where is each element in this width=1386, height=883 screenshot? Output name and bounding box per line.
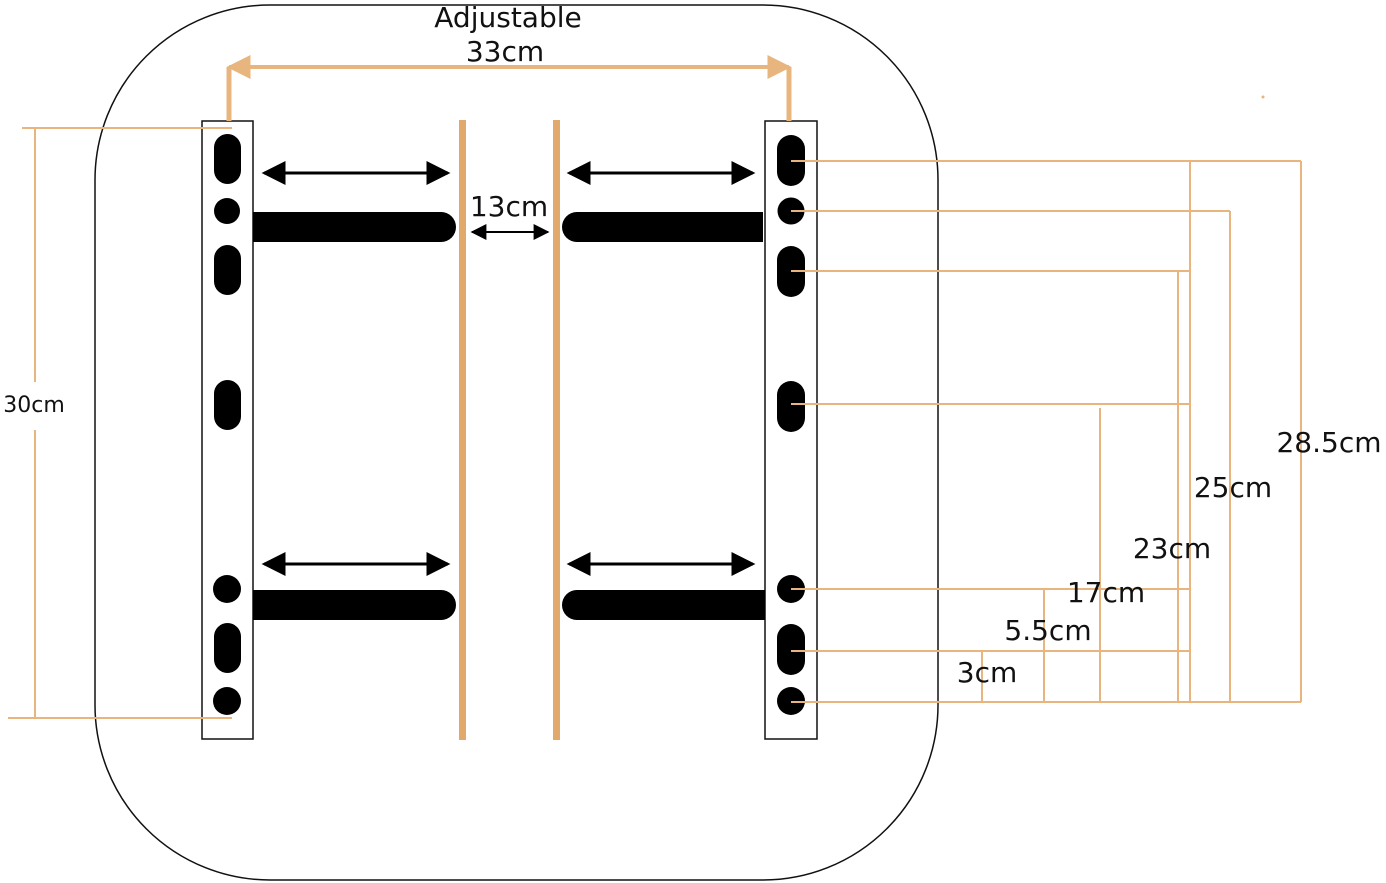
spacing-label-3: 3cm [957, 656, 1017, 689]
round-hole [213, 575, 241, 603]
slot-hole [214, 623, 241, 673]
stray-dot [1261, 95, 1265, 99]
slot-hole [214, 380, 241, 430]
spacing-label-25: 25cm [1194, 471, 1272, 504]
slot-hole [777, 624, 805, 675]
width-dimension [226, 55, 792, 121]
hole-spacing-dimensions [791, 160, 1302, 703]
spacing-label-17: 17cm [1067, 576, 1145, 609]
inner-bracket-left [459, 120, 466, 740]
adjustable-label: Adjustable [434, 1, 581, 34]
arm-bar [562, 590, 765, 620]
round-hole [213, 687, 241, 715]
round-hole [214, 198, 240, 224]
spacing-label-28-5: 28.5cm [1276, 426, 1381, 459]
spacing-label-5-5: 5.5cm [1004, 614, 1091, 647]
spacing-label-23: 23cm [1133, 532, 1211, 565]
arm-bar [562, 212, 763, 242]
adjust-arrows [261, 161, 756, 576]
tv-outline [94, 4, 939, 881]
left-rail-holes [213, 134, 241, 715]
arm-bar [253, 590, 456, 620]
inner-bracket-right [553, 120, 560, 740]
gap-label: 13cm [470, 190, 548, 223]
width-label: 33cm [466, 35, 544, 68]
height-dimension [8, 127, 232, 719]
slot-hole [777, 381, 805, 432]
arm-bar [253, 212, 456, 242]
slot-hole [214, 245, 241, 295]
slot-hole [214, 134, 241, 184]
height-label: 30cm [3, 393, 65, 418]
arm-bars [253, 212, 765, 620]
